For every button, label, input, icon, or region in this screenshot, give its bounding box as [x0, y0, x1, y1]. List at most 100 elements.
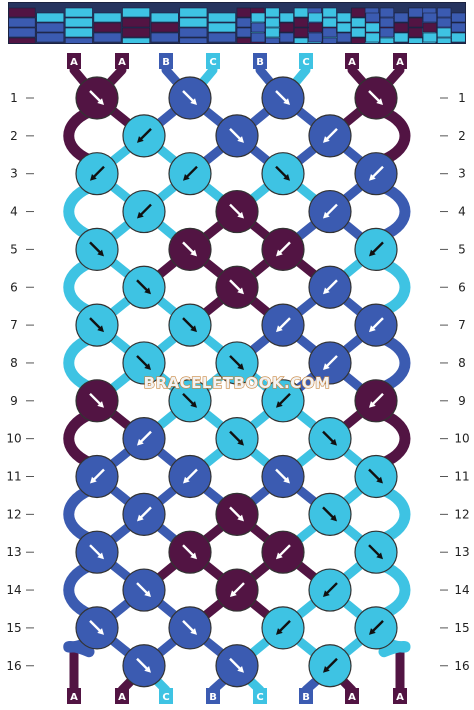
arrow-head-icon	[237, 136, 244, 143]
arrow-head-icon	[144, 666, 151, 673]
knot	[354, 227, 398, 271]
preview-cell	[236, 7, 251, 18]
row-label-left: 7	[10, 318, 18, 332]
strand-label-bottom: A	[393, 688, 407, 704]
backward-knot-arrow-icon	[325, 128, 338, 141]
strand-label-top: C	[299, 53, 313, 69]
backward-knot-arrow-icon	[278, 544, 291, 557]
forward-knot-arrow-icon	[136, 355, 149, 368]
edge-loop-right	[378, 636, 411, 658]
knot	[261, 379, 305, 423]
strand-label-top: B	[159, 53, 173, 69]
strand-label-text: B	[209, 692, 217, 703]
forward-knot-arrow-icon	[229, 128, 242, 141]
knot	[215, 114, 259, 158]
arrow-head-icon	[230, 590, 237, 598]
preview-cell	[394, 32, 409, 43]
preview-cell	[394, 22, 409, 33]
knot	[122, 644, 166, 688]
row-label-right: 1	[458, 91, 466, 105]
backward-knot-arrow-icon	[185, 165, 198, 179]
arrow-head-icon	[330, 514, 337, 522]
knot	[122, 492, 166, 536]
backward-knot-arrow-icon	[371, 241, 384, 254]
strand-label-bottom: C	[159, 688, 173, 704]
preview-cell	[293, 37, 309, 44]
forward-knot-arrow-icon	[368, 468, 381, 481]
arrow-head-icon	[276, 552, 283, 560]
preview-cell	[379, 27, 395, 38]
preview-cell	[408, 17, 423, 28]
arrow-head-icon	[283, 173, 290, 181]
backward-knot-arrow-icon	[371, 165, 384, 179]
preview-cell	[322, 7, 337, 18]
preview-cell	[408, 37, 423, 44]
strand-label-bottom: B	[299, 688, 313, 704]
backward-knot-arrow-icon	[325, 203, 338, 216]
forward-knot-arrow-icon	[182, 241, 195, 254]
knot	[122, 114, 166, 158]
row-label-right: 8	[458, 356, 466, 370]
preview-cell	[251, 12, 266, 23]
edge-loop-right	[378, 409, 411, 468]
forward-knot-arrow-icon	[368, 90, 381, 103]
edge-loop-left	[63, 333, 95, 393]
knot	[261, 606, 305, 650]
preview-cell	[8, 7, 36, 18]
row-label-left: 13	[6, 545, 21, 559]
knot	[168, 530, 212, 574]
arrow-head-icon	[90, 173, 97, 181]
arrow-head-icon	[190, 628, 197, 635]
arrow-head-icon	[90, 476, 97, 484]
arrow-head-icon	[276, 325, 283, 333]
row-label-right: 9	[458, 394, 466, 408]
preview-cell	[93, 12, 122, 23]
preview-cell	[336, 32, 352, 43]
strand-label-swatch	[345, 688, 359, 704]
strand-label-top: A	[393, 53, 407, 69]
forward-knot-arrow-icon	[182, 317, 195, 330]
knot	[122, 189, 166, 234]
edge-loop-left	[63, 409, 95, 468]
arrow-head-icon	[144, 590, 151, 598]
strand-label-swatch	[67, 688, 81, 704]
strand-label-text: A	[396, 692, 404, 703]
strand-label-bottom: C	[253, 688, 267, 704]
arrow-head-icon	[369, 173, 376, 181]
preview-cell	[336, 12, 352, 23]
strand-label-text: C	[209, 57, 216, 68]
preview-cell	[122, 7, 150, 18]
preview-cell	[293, 7, 309, 18]
knot	[168, 606, 212, 650]
strand-label-top: A	[345, 53, 359, 69]
arrow-head-icon	[97, 325, 104, 333]
forward-knot-arrow-icon	[182, 544, 195, 557]
forward-knot-arrow-icon	[229, 203, 242, 216]
row-label-right: 15	[454, 621, 469, 635]
arrow-head-icon	[190, 249, 197, 257]
knot	[261, 454, 305, 499]
knot	[215, 417, 259, 461]
row-label-right: 10	[454, 432, 469, 446]
forward-knot-arrow-icon	[368, 544, 381, 557]
row-label-left: 12	[6, 507, 21, 521]
strand-label-swatch	[299, 688, 313, 704]
row-label-left: 1	[10, 91, 18, 105]
forward-knot-arrow-icon	[229, 279, 242, 292]
strand-label-text: A	[118, 57, 126, 68]
knot	[215, 492, 259, 536]
knot	[354, 530, 398, 574]
backward-knot-arrow-icon	[325, 582, 338, 595]
knot	[354, 76, 398, 120]
preview-cell	[293, 17, 309, 28]
knot	[122, 341, 166, 385]
preview-cell	[279, 22, 294, 33]
row-label-right: 7	[458, 318, 466, 332]
backward-knot-arrow-icon	[325, 279, 338, 292]
preview-cell	[179, 37, 208, 44]
knot	[75, 227, 119, 271]
forward-knot-arrow-icon	[229, 430, 242, 443]
forward-knot-arrow-icon	[229, 506, 242, 519]
knot	[308, 114, 352, 158]
knot	[168, 76, 212, 120]
